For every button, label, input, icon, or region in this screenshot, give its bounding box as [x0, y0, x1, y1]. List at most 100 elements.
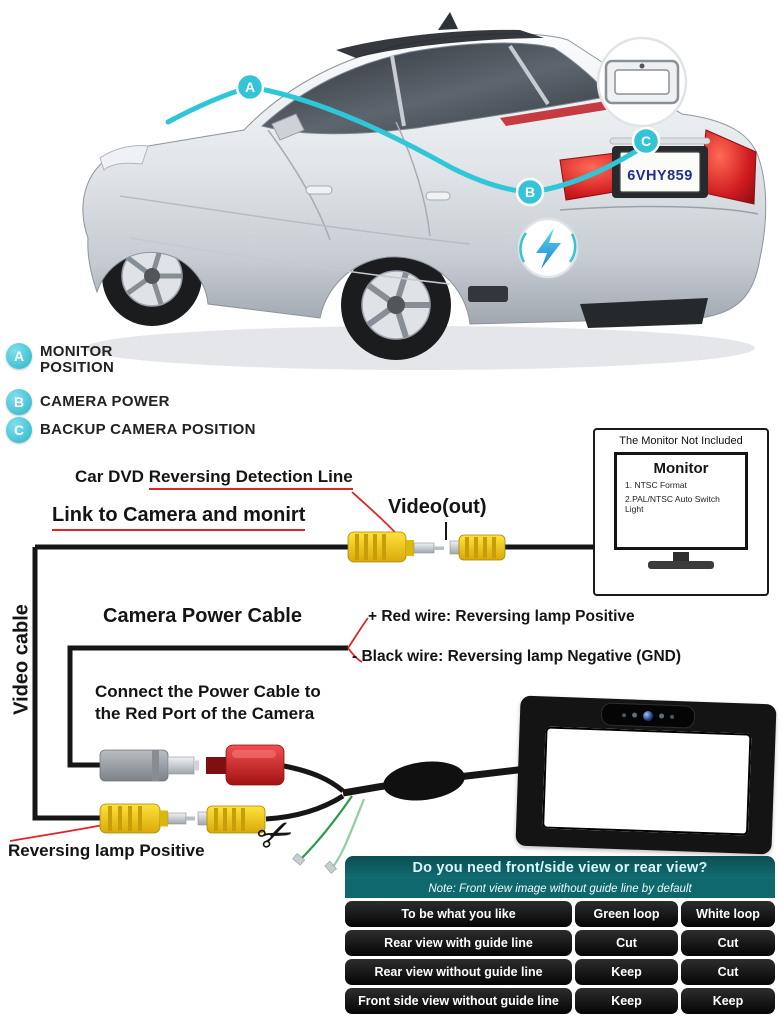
monitor-stand-neck — [673, 552, 689, 561]
table-cell: White loop — [681, 901, 775, 927]
video-cable-lines — [32, 522, 600, 821]
black-wire-label: - Black wire: Reversing lamp Negative (G… — [352, 648, 682, 665]
cable-roof-segment — [247, 84, 533, 195]
door-handle-rear — [425, 191, 451, 201]
tail-light-left — [559, 149, 651, 201]
table-cell: Rear view with guide line — [345, 930, 572, 956]
video-cable-label: Video cable — [10, 604, 33, 715]
rca-jack-video-female — [449, 534, 506, 561]
camera-callout — [596, 36, 688, 128]
front-wheel — [102, 226, 202, 326]
ir-led-icon — [669, 714, 675, 719]
third-brake-light — [500, 100, 618, 126]
plate-recess — [612, 146, 708, 198]
table-cell: Keep — [575, 959, 678, 985]
marker-c: C — [631, 126, 661, 156]
license-plate: 6VHY859 — [619, 151, 701, 193]
camera-power-cable-label: Camera Power Cable — [103, 605, 302, 627]
door-seam-front — [267, 129, 331, 241]
table-cell: Cut — [681, 959, 775, 985]
table-cell: Cut — [681, 930, 775, 956]
car-body — [82, 33, 767, 325]
cable-grommet — [383, 761, 465, 801]
beltline-crease — [119, 195, 471, 245]
monitor-spec-2: 2.PAL/NTSC Auto Switch Light — [625, 493, 720, 515]
monitor-screen: Monitor 1. NTSC Format 2.PAL/NTSC Auto S… — [614, 452, 748, 550]
table-cell: To be what you like — [345, 901, 572, 927]
door-handle-front — [305, 185, 333, 195]
monitor-stand-base — [648, 561, 714, 569]
table-header: Do you need front/side view or rear view… — [345, 856, 775, 879]
dvd-detection-line-label: Car DVD Reversing Detection Line — [75, 467, 353, 490]
door-seam-rear — [395, 121, 431, 237]
lower-crease — [129, 237, 451, 285]
table-cell: Keep — [575, 988, 678, 1014]
plate-frame-icon — [604, 59, 680, 105]
table-cell: Green loop — [575, 901, 678, 927]
legend-label-camera-power: CAMERA POWER — [40, 393, 170, 410]
rear-wheel — [341, 250, 451, 360]
b-pillar — [390, 55, 406, 127]
table-row: Rear view with guide line Cut Cut — [345, 930, 775, 956]
table-row: To be what you like Green loop White loo… — [345, 901, 775, 927]
antenna-fin — [438, 12, 458, 30]
ground-shadow — [85, 326, 755, 370]
svg-text:B: B — [525, 184, 535, 200]
monitor-spec-1: 1. NTSC Format — [625, 480, 687, 490]
monitor-title: Monitor — [653, 460, 709, 477]
red-leader-lines — [9, 491, 402, 842]
lightning-badge — [517, 217, 579, 279]
table-cell: Front side view without guide line — [345, 988, 572, 1014]
c-pillar — [508, 44, 550, 106]
lightning-bolt-icon — [536, 228, 561, 269]
legend-marker-a: A — [6, 343, 32, 369]
plate-frame-opening — [542, 726, 752, 836]
legend-label-monitor-position: MONITOR POSITION — [40, 343, 115, 376]
table-note: Note: Front view image without guide lin… — [345, 879, 775, 898]
ir-led-icon — [622, 712, 627, 717]
rca-plug-video-male — [347, 531, 444, 563]
view-options-table: Do you need front/side view or rear view… — [345, 856, 775, 1014]
bumper-vent — [468, 286, 508, 302]
ir-led-icon — [631, 712, 638, 718]
reversing-lamp-positive-label: Reversing lamp Positive — [8, 841, 205, 860]
monitor-not-included-box: The Monitor Not Included Monitor 1. NTSC… — [593, 428, 769, 596]
table-row: Rear view without guide line Keep Cut — [345, 959, 775, 985]
red-wire-label: + Red wire: Reversing lamp Positive — [368, 608, 635, 625]
connect-power-cable-label: Connect the Power Cable to the Red Port … — [95, 682, 321, 723]
green-loop-wire — [299, 795, 353, 861]
license-plate-frame-camera — [515, 695, 777, 855]
power-cable-lines — [67, 645, 527, 822]
marker-a: A — [235, 72, 265, 102]
car-windows — [260, 42, 611, 135]
svg-text:A: A — [245, 79, 255, 95]
cable-trunk-segment — [527, 147, 641, 195]
table-cell: Cut — [575, 930, 678, 956]
headlight — [99, 145, 149, 171]
legend-marker-c: C — [6, 417, 32, 443]
link-to-camera-label: Link to Camera and monirt — [52, 504, 306, 531]
video-out-label: Video(out) — [388, 496, 487, 518]
sunroof — [336, 29, 544, 58]
marker-b: B — [515, 177, 545, 207]
cable-dash-segment — [165, 84, 253, 125]
table-cell: Rear view without guide line — [345, 959, 572, 985]
scissors-icon: ✂ — [249, 805, 302, 864]
monitor-box-caption: The Monitor Not Included — [619, 435, 743, 447]
license-plate-text: 6VHY859 — [627, 168, 693, 184]
cable-routing — [165, 84, 641, 195]
svg-text:C: C — [641, 133, 651, 149]
rca-plug-camera-male — [99, 803, 195, 834]
power-plug-gray — [99, 749, 199, 782]
table-row: Front side view without guide line Keep … — [345, 988, 775, 1014]
mirror — [271, 113, 305, 141]
car-illustration: 6VHY859 A B C — [82, 12, 767, 370]
camera-module — [600, 702, 696, 729]
ir-led-icon — [658, 713, 665, 719]
rear-diffuser — [580, 298, 708, 328]
power-jack-red — [206, 744, 285, 786]
bumper-seam — [559, 205, 759, 215]
legend-label-backup-camera-position: BACKUP CAMERA POSITION — [40, 421, 256, 438]
camera-lens-icon — [642, 710, 654, 721]
